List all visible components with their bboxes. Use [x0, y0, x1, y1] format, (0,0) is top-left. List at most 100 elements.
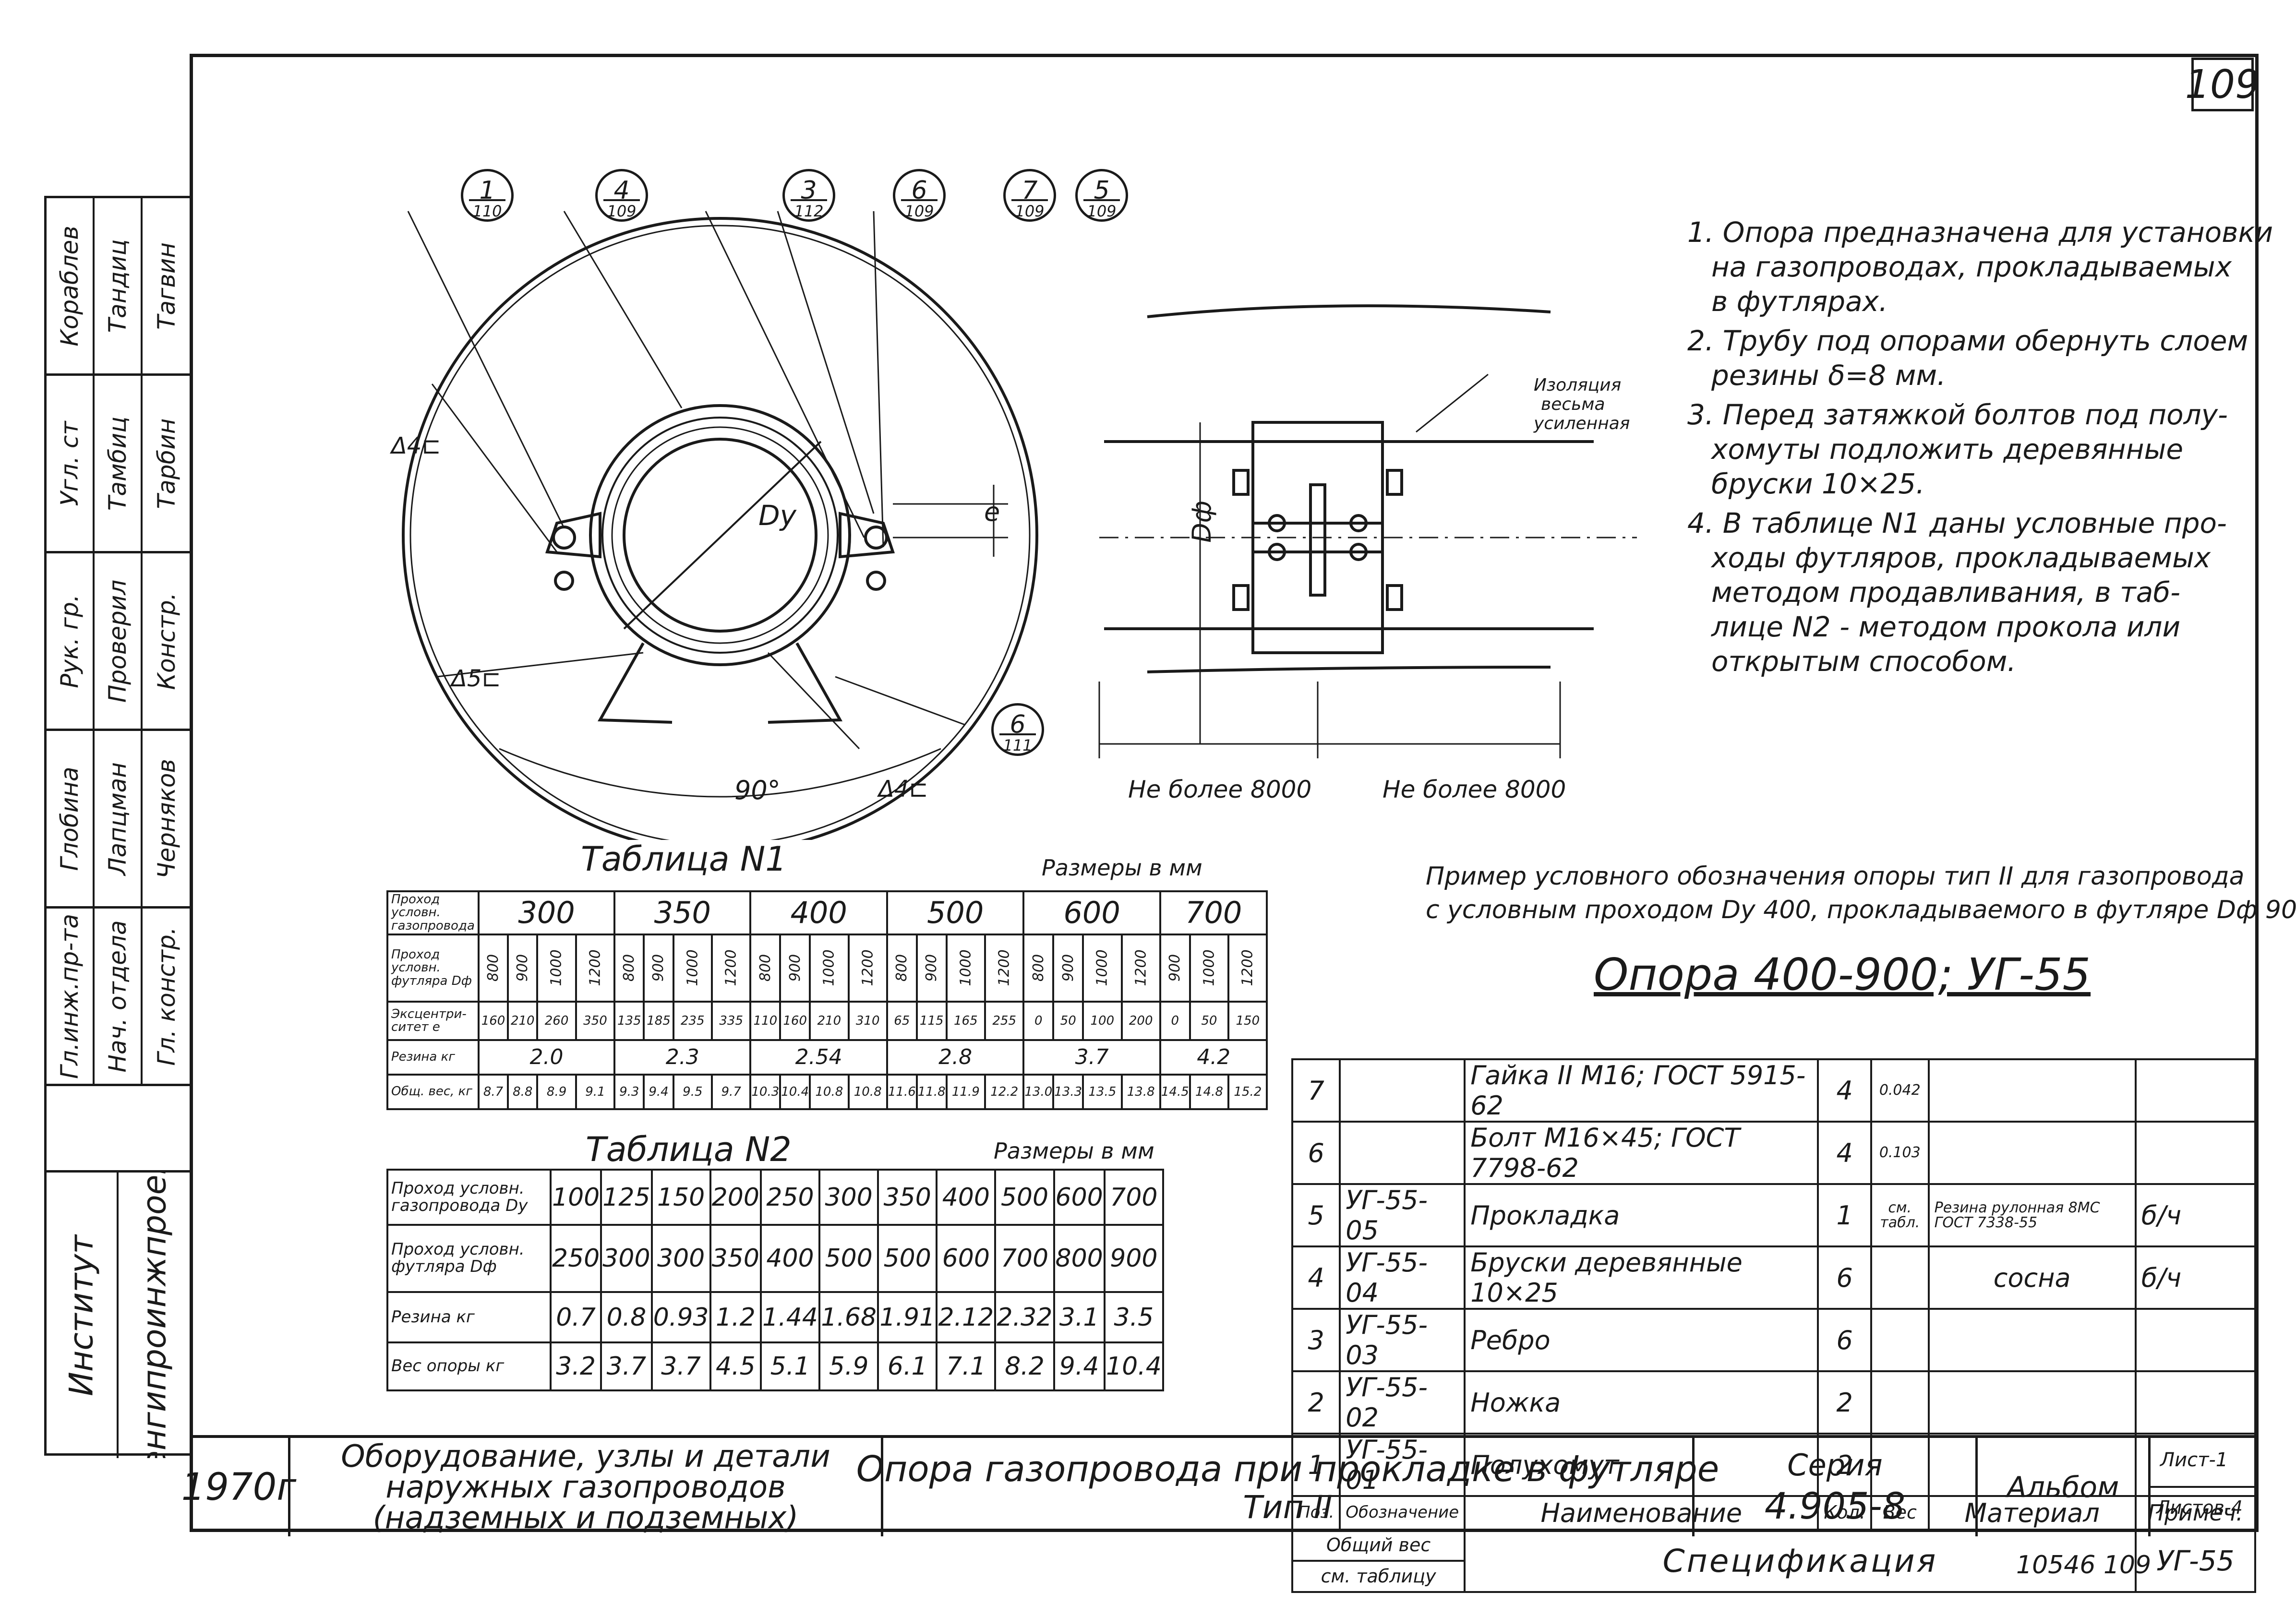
- table2-cell: 5.9: [818, 1341, 879, 1391]
- table1-cell: 110: [749, 1000, 781, 1041]
- table2-cell: 5.1: [759, 1341, 821, 1391]
- spec-title: Спецификация: [1464, 1529, 2137, 1593]
- table1-cell: 9.7: [711, 1073, 752, 1110]
- approval-sign: Лапцман: [104, 762, 132, 875]
- spec-code: УГ-55-04: [1339, 1245, 1466, 1310]
- spec-pos: 5: [1291, 1183, 1341, 1247]
- table1-cell: 4.2: [1159, 1039, 1268, 1076]
- spec-material: [1927, 1433, 2137, 1497]
- table2-cell: 10.4: [1103, 1341, 1165, 1391]
- table2-cell: 700: [1103, 1169, 1165, 1226]
- approval-sign: Тандиц: [104, 239, 132, 333]
- table2-cell: 150: [650, 1169, 711, 1226]
- table1-cell: 400: [749, 890, 888, 935]
- album-label: Альбом: [2007, 1470, 2119, 1504]
- table2-cell: 3.5: [1103, 1291, 1165, 1343]
- table1-cell: 11.9: [945, 1073, 986, 1110]
- weld-label-d5: Δ5⊏: [451, 665, 501, 692]
- table1-cell: 700: [1159, 890, 1268, 935]
- year: 1970г: [181, 1465, 297, 1509]
- table1-cell: 1000: [820, 949, 838, 987]
- table2-cell: 1.44: [759, 1291, 821, 1343]
- table1-cell: 1200: [587, 949, 604, 987]
- table1-cell: 160: [779, 1000, 811, 1041]
- spec-note: [2134, 1370, 2257, 1435]
- table2-cell: 500: [877, 1224, 938, 1293]
- note-line: на газопроводах, прокладываемых: [1711, 251, 2232, 283]
- table1-row-header: Общ. вес, кг: [386, 1073, 480, 1110]
- series-label: Серия: [1787, 1447, 1883, 1483]
- table1-cell: 11.8: [915, 1073, 948, 1110]
- sheets-total: Листов-4: [2156, 1497, 2243, 1518]
- page-number: 109: [2185, 58, 2260, 111]
- table2-cell: 500: [818, 1224, 879, 1293]
- spec-material: [1927, 1121, 2137, 1185]
- subject-line: наружных газопроводов: [385, 1469, 786, 1505]
- spec-pos: 4: [1291, 1245, 1341, 1310]
- table2-cell: 0.7: [549, 1291, 602, 1343]
- spec-name: Ребро: [1464, 1308, 1819, 1372]
- table2-cell: 3.1: [1053, 1291, 1106, 1343]
- table2-cell: 8.2: [994, 1341, 1055, 1391]
- approval-sign: Тагвин: [153, 242, 180, 330]
- spec-qty: 2: [1817, 1433, 1872, 1497]
- spec-weight: 0.042: [1870, 1058, 1930, 1123]
- table1-cell: 900: [650, 954, 667, 982]
- spec-qty: 4: [1817, 1058, 1872, 1123]
- spec-head-pos: Поз.: [1291, 1495, 1341, 1531]
- drawing-frame: [190, 54, 2259, 1532]
- table1-cell: 12.2: [984, 1073, 1025, 1110]
- table1-cell: 165: [945, 1000, 986, 1041]
- table2-cell: 700: [994, 1224, 1055, 1293]
- spec-material: Резина рулонная 8МС ГОСТ 7338-55: [1927, 1183, 2137, 1247]
- table1-cell: 800: [1030, 954, 1047, 982]
- table2-cell: 4.5: [709, 1341, 762, 1391]
- example-line-2: с условным проходом Dy 400, прокладываем…: [1426, 896, 2296, 924]
- table2-cell: 600: [936, 1224, 997, 1293]
- approval-role: Гл. констр.: [153, 926, 180, 1066]
- table1-cell: 900: [514, 954, 531, 982]
- table1-cell: 8.8: [507, 1073, 539, 1110]
- table1-row-header: Резина кг: [386, 1039, 480, 1076]
- spec-head-material: Материал: [1927, 1495, 2137, 1531]
- approval-sign: Тамбиц: [104, 416, 132, 511]
- spec-head-code: Обозначение: [1339, 1495, 1466, 1531]
- table1-cell: 2.54: [749, 1039, 888, 1076]
- table2-cell: 300: [650, 1224, 711, 1293]
- table2-cell: 3.7: [600, 1341, 653, 1391]
- table2-cell: 350: [877, 1169, 938, 1226]
- sheet-number: Лист-1: [2160, 1449, 2228, 1471]
- table1-cell: 900: [786, 954, 804, 982]
- table2-cell: 200: [709, 1169, 762, 1226]
- institute-block: Институт Ленгипроинжпроект: [47, 1173, 191, 1458]
- spec-weight: [1870, 1370, 1930, 1435]
- note-line: резины δ=8 мм.: [1711, 359, 1946, 392]
- note-line: 4. В таблице N1 даны условные про-: [1687, 507, 2227, 539]
- spec-weight: см. табл.: [1870, 1183, 1930, 1247]
- table1-title: Таблица N1: [581, 839, 787, 879]
- spec-name: Ножка: [1464, 1370, 1819, 1435]
- approval-column: Кораблев Тандиц Тагвин Угл. ст Тамбиц Та…: [44, 196, 191, 1458]
- table2-cell: 500: [994, 1169, 1055, 1226]
- span-label-1: Не более 8000: [1128, 776, 1312, 803]
- angle-label: 90°: [734, 775, 781, 805]
- approval-role: Констр.: [153, 592, 180, 690]
- spec-name: Полухомут: [1464, 1433, 1819, 1497]
- table1-cell: 2.0: [477, 1039, 616, 1076]
- spec-code: УГ-55-05: [1339, 1183, 1466, 1247]
- spec-pos: 2: [1291, 1370, 1341, 1435]
- table2-cell: 125: [600, 1169, 653, 1226]
- spec-note: б/ч: [2134, 1183, 2257, 1247]
- table1-cell: 300: [477, 890, 616, 935]
- table1-cell: 14.5: [1159, 1073, 1191, 1110]
- table2-cell: 250: [759, 1169, 821, 1226]
- table1-cell: 350: [575, 1000, 616, 1041]
- approval-sign: Тарбин: [153, 418, 180, 509]
- approval-role: Гл.инж.пр-та: [56, 913, 84, 1079]
- table1-row-header: Эксцентри-ситет e: [386, 1000, 480, 1041]
- table1-cell: 9.4: [643, 1073, 674, 1110]
